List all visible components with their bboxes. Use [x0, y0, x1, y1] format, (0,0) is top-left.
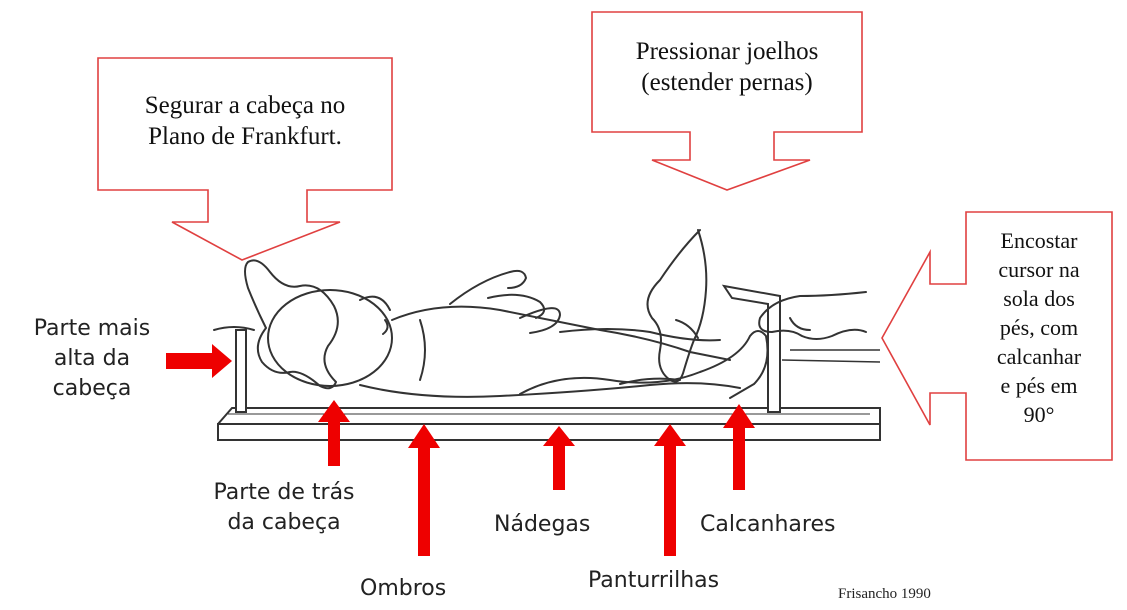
- arrow-buttocks: [543, 426, 575, 490]
- infant-head: [267, 289, 393, 387]
- hand-pressing-knees: [646, 229, 708, 383]
- label-buttocks: Nádegas: [494, 512, 591, 537]
- arrow-calves: [654, 424, 686, 556]
- measuring-board: [217, 284, 881, 441]
- label-shoulders: Ombros: [360, 576, 447, 601]
- callout-feet-text: Encostar cursor na sola dos pés, com cal…: [996, 228, 1082, 427]
- hand-holding-head: [244, 259, 339, 390]
- arrow-shoulders: [408, 424, 440, 556]
- assistant-hands: [213, 229, 867, 390]
- arrow-back-of-head: [318, 400, 350, 466]
- headboard: [235, 329, 247, 413]
- measurement-arrows: [166, 344, 755, 556]
- callout-feet-box: [881, 211, 1113, 461]
- source-credit: Frisancho 1990: [838, 586, 931, 602]
- arrow-heels: [723, 404, 755, 490]
- label-back-of-head: Parte de trás da cabeça: [213, 480, 355, 535]
- arrow-top-of-head: [166, 344, 232, 378]
- label-calves: Panturrilhas: [588, 568, 720, 593]
- label-top-of-head: Parte mais alta da cabeça: [33, 316, 151, 401]
- callout-head-text: Segurar a cabeça no Plano de Frankfurt.: [144, 92, 346, 150]
- infant-figure: [267, 269, 769, 399]
- footboard-cursor: [721, 284, 781, 413]
- hand-on-cursor: [758, 291, 867, 340]
- callout-head-box: [97, 57, 393, 261]
- label-heels: Calcanhares: [700, 512, 836, 537]
- callout-knees-text: Pressionar joelhos (estender pernas): [635, 38, 819, 96]
- callout-knees-box: [591, 11, 863, 191]
